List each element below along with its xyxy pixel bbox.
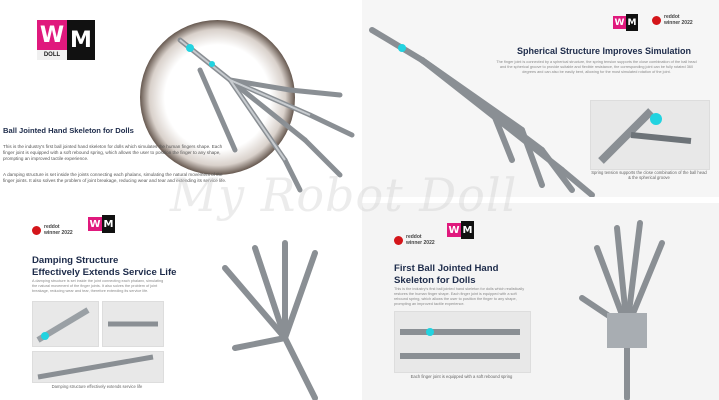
panel-ball-jointed-hand: W M DOLL Ball Jointed Hand Skeleton for … [0, 0, 357, 197]
finger-caption: Each finger joint is equipped with a sof… [410, 374, 513, 379]
robotic-hand-image [579, 220, 665, 400]
wm-doll-logo: W M [613, 14, 638, 31]
reddot-award-icon [394, 236, 403, 245]
wm-doll-logo: W M DOLL [37, 20, 97, 60]
panel-paragraph-2: A damping structure is set inside the jo… [3, 172, 227, 184]
reddot-award-icon [32, 226, 41, 235]
panel-title: Spherical Structure Improves Simulation [517, 46, 692, 56]
panel-title: Ball Jointed Hand Skeleton for Dolls [3, 126, 134, 135]
robotic-hand-image [369, 27, 595, 197]
finger-closeup-image [394, 311, 531, 373]
damping-caption: Damping structure effectively extends se… [51, 384, 143, 389]
wm-doll-logo: W M [447, 221, 474, 239]
robotic-hand-image [222, 240, 318, 400]
bent-finger-image [32, 351, 164, 383]
panel-title: First Ball Jointed Hand Skeleton for Dol… [394, 263, 499, 286]
robotic-hand-image [177, 37, 355, 193]
reddot-award-icon [652, 16, 661, 25]
spring-closeup-image [32, 301, 99, 347]
wm-doll-logo: W M [88, 215, 115, 233]
joint-caption: Spring tension supports the close combin… [591, 170, 707, 180]
joint-closeup-image [590, 100, 710, 170]
panel-body: The finger joint is connected by a spher… [496, 60, 697, 75]
joint-closeup-image [102, 301, 164, 347]
panel-body: A damping structure is set inside the jo… [32, 279, 164, 294]
panel-body: This is the industry's first ball jointe… [394, 287, 525, 307]
panel-paragraph-1: This is the industry's first ball jointe… [3, 144, 223, 162]
panel-title: Damping Structure Effectively Extends Se… [32, 255, 177, 278]
